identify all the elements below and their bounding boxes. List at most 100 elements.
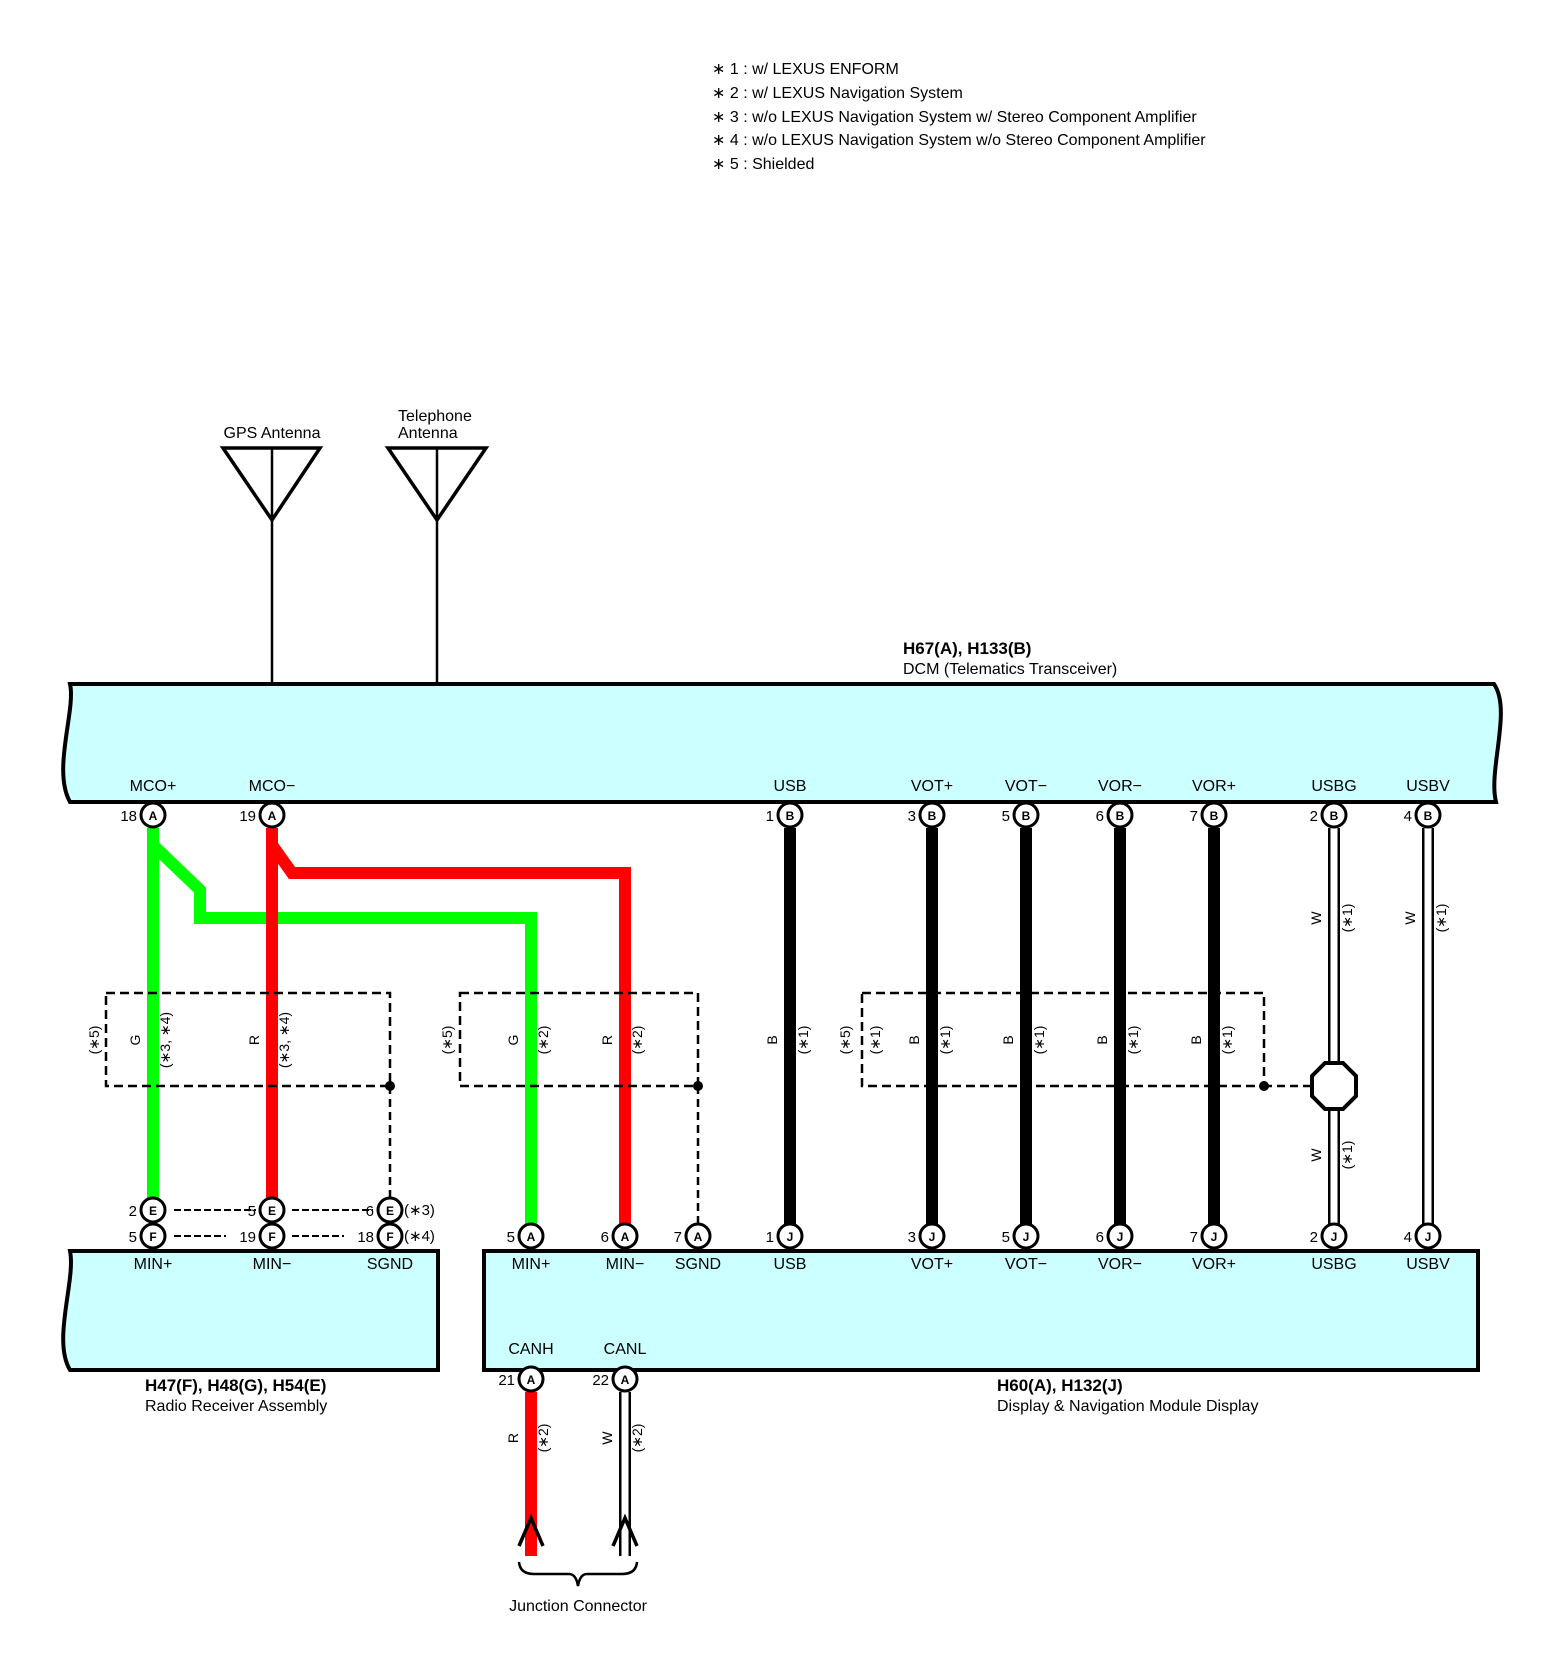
dcm-pin-2-connector-letter: B bbox=[786, 809, 795, 823]
wire-mco-plus-to-display bbox=[148, 840, 537, 1228]
dcm-pin-4-number: 5 bbox=[1002, 808, 1010, 825]
display-pin-8-connector-letter: J bbox=[1331, 1230, 1338, 1244]
radio-pin-e-0-number: 2 bbox=[129, 1203, 137, 1220]
shield-junction-nav bbox=[693, 1081, 703, 1091]
display-pin-9-connector-circle bbox=[1414, 1222, 1442, 1250]
display-pin-2-connector-circle bbox=[684, 1222, 712, 1250]
display-can-name-1: CANL bbox=[604, 1341, 647, 1358]
radio-pin-f-0-connector-letter: F bbox=[149, 1230, 156, 1244]
dcm-pin-7-connector-circle bbox=[1320, 801, 1348, 829]
junction-connector: Junction Connector bbox=[509, 1513, 648, 1615]
dcm-pin-6-number: 7 bbox=[1190, 808, 1198, 825]
note-label-w-usbg-lower: (∗1) bbox=[1339, 1141, 1355, 1170]
wires bbox=[147, 828, 1434, 1556]
display-pin-name-0: MIN+ bbox=[512, 1256, 551, 1273]
gps-antenna: GPS Antenna bbox=[219, 425, 324, 683]
display-pin-7-connector-circle bbox=[1200, 1222, 1228, 1250]
legend-note-5: ∗ 5 : Shielded bbox=[712, 156, 814, 173]
color-label-r-canh: R bbox=[505, 1433, 521, 1443]
display-pin-1-connector-letter: A bbox=[621, 1230, 630, 1244]
note-label-r-radio: (∗3, ∗4) bbox=[276, 1012, 292, 1068]
radio-pin-f-1-connector-circle bbox=[258, 1222, 286, 1250]
display-can-pin-1-connector-letter: A bbox=[621, 1373, 630, 1387]
radio-pin-f-0-number: 5 bbox=[129, 1229, 137, 1246]
pins: MCO+A18MCO−A19USBB1VOT+B3VOT−B5VOR−B6VOR… bbox=[120, 778, 1450, 1393]
telephone-antenna-label-2: Antenna bbox=[398, 425, 458, 442]
shield-box-nav bbox=[458, 991, 700, 1088]
shield-junction-audio bbox=[1259, 1081, 1269, 1091]
radio-pin-e-2-connector-letter: E bbox=[386, 1204, 394, 1218]
radio-note-f: (∗4) bbox=[404, 1228, 435, 1245]
color-label-w-canl: W bbox=[599, 1431, 615, 1445]
display-connector-label: H60(A), H132(J) bbox=[997, 1376, 1123, 1395]
dcm-pin-name-2: USB bbox=[774, 778, 807, 795]
shield-extra-note-audio: (∗1) bbox=[867, 1026, 883, 1055]
color-label-b-0: B bbox=[906, 1035, 922, 1044]
display-can-pin-1-number: 22 bbox=[592, 1372, 609, 1389]
display-can-pin-0-number: 21 bbox=[498, 1372, 515, 1389]
dcm-pin-name-6: VOR+ bbox=[1192, 778, 1236, 795]
display-pin-5-connector-letter: J bbox=[1023, 1230, 1030, 1244]
dcm-pin-name-7: USBG bbox=[1311, 778, 1356, 795]
wire-mco-minus-to-display bbox=[267, 841, 631, 1228]
dcm-pin-3-number: 3 bbox=[908, 808, 916, 825]
dcm-pin-8-number: 4 bbox=[1404, 808, 1412, 825]
dcm-pin-0-connector-circle bbox=[139, 801, 167, 829]
display-pin-6-connector-circle bbox=[1106, 1222, 1134, 1250]
radio-pin-f-2-number: 18 bbox=[357, 1229, 374, 1246]
radio-pin-links bbox=[174, 1209, 373, 1237]
dcm-pin-5-connector-circle bbox=[1106, 801, 1134, 829]
radio-pin-f-2-connector-circle bbox=[376, 1222, 404, 1250]
color-label-r-nav: R bbox=[599, 1035, 615, 1045]
dcm-pin-5-connector-letter: B bbox=[1116, 809, 1125, 823]
display-pin-4-connector-letter: J bbox=[929, 1230, 936, 1244]
shield-junction-radio bbox=[385, 1081, 395, 1091]
radio-pin-f-0-connector-circle bbox=[139, 1222, 167, 1250]
radio-pin-f-2-connector-letter: F bbox=[386, 1230, 393, 1244]
dcm-pin-name-3: VOT+ bbox=[911, 778, 953, 795]
radio-pin-e-1-number: 5 bbox=[248, 1203, 256, 1220]
note-label-b-2: (∗1) bbox=[1125, 1026, 1141, 1055]
display-pin-8-number: 2 bbox=[1310, 1229, 1318, 1246]
display-pin-6-connector-letter: J bbox=[1117, 1230, 1124, 1244]
radio-pin-e-1-connector-circle bbox=[258, 1196, 286, 1224]
color-label-r-radio: R bbox=[246, 1035, 262, 1045]
radio-pin-f-1-number: 19 bbox=[239, 1229, 256, 1246]
dcm-pin-name-8: USBV bbox=[1406, 778, 1450, 795]
note-label-r-canh: (∗2) bbox=[535, 1424, 551, 1453]
shield-note-radio: (∗5) bbox=[86, 1026, 102, 1055]
telephone-antenna-label-1: Telephone bbox=[398, 408, 472, 425]
display-pin-7-connector-letter: J bbox=[1211, 1230, 1218, 1244]
legend-note-3: ∗ 3 : w/o LEXUS Navigation System w/ Ste… bbox=[712, 109, 1197, 126]
note-label-g-nav: (∗2) bbox=[535, 1026, 551, 1055]
display-pin-1-number: 6 bbox=[601, 1229, 609, 1246]
display-pin-3-connector-circle bbox=[776, 1222, 804, 1250]
dcm-pin-3-connector-letter: B bbox=[928, 809, 937, 823]
dcm-pin-1-connector-letter: A bbox=[268, 809, 277, 823]
display-pin-5-connector-circle bbox=[1012, 1222, 1040, 1250]
display-pin-0-connector-letter: A bbox=[527, 1230, 536, 1244]
note-label-w-canl: (∗2) bbox=[629, 1424, 645, 1453]
junction-brace bbox=[517, 1561, 639, 1587]
dcm-pin-7-number: 2 bbox=[1310, 808, 1318, 825]
dcm-pin-0-connector-letter: A bbox=[149, 809, 158, 823]
radio-pin-e-1-connector-letter: E bbox=[268, 1204, 276, 1218]
dcm-pin-3-connector-circle bbox=[918, 801, 946, 829]
display-pin-name-9: USBV bbox=[1406, 1256, 1450, 1273]
radio-note-e: (∗3) bbox=[404, 1202, 435, 1219]
radio-connector-label: H47(F), H48(G), H54(E) bbox=[145, 1376, 326, 1395]
dcm-name: DCM (Telematics Transceiver) bbox=[903, 661, 1117, 678]
display-pin-name-2: SGND bbox=[675, 1256, 721, 1273]
junction-arrow-canh bbox=[517, 1513, 545, 1547]
display-pin-name-8: USBG bbox=[1311, 1256, 1356, 1273]
color-label-w-usbv: W bbox=[1402, 911, 1418, 925]
display-module-box bbox=[482, 1249, 1480, 1372]
dcm-pin-1-connector-circle bbox=[258, 801, 286, 829]
display-can-name-0: CANH bbox=[508, 1341, 553, 1358]
radio-pin-f-1-connector-letter: F bbox=[268, 1230, 275, 1244]
display-pin-name-6: VOR− bbox=[1098, 1256, 1142, 1273]
radio-receiver-box bbox=[61, 1249, 440, 1372]
note-label-g-radio: (∗3, ∗4) bbox=[157, 1012, 173, 1068]
display-pin-name-4: VOT+ bbox=[911, 1256, 953, 1273]
dcm-pin-2-connector-circle bbox=[776, 801, 804, 829]
